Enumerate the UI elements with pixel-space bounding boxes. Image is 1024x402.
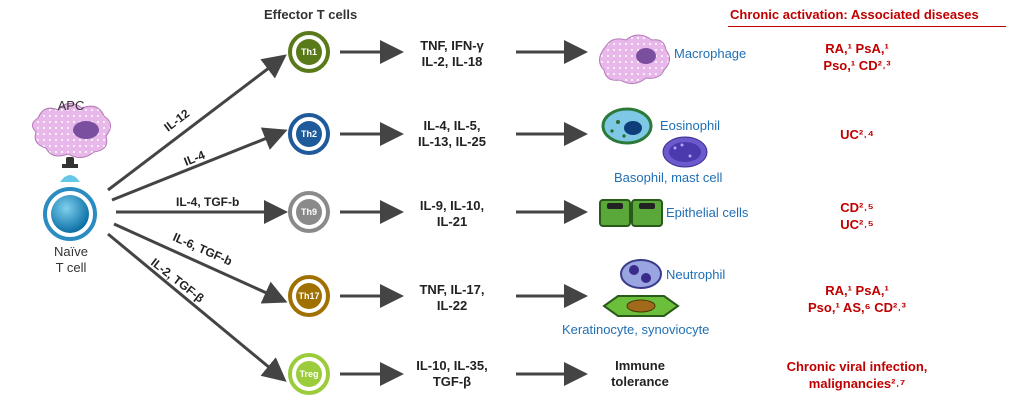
t-cell-th17-icon: Th17 [288,275,330,317]
t-cell-label: Th1 [301,47,317,57]
cytokine-line: TNF, IL-17, [419,282,485,297]
target-epithelial: Epithelial cells [666,205,749,220]
naive-t-cell-icon [43,187,97,241]
cytokine-arrows [340,40,588,386]
target-line: tolerance [611,374,669,389]
t-cell-th9-icon: Th9 [288,191,330,233]
t-cell-label: Treg [299,369,318,379]
naive-label-line1: Naïve [54,244,88,259]
cytokine-line: IL-4, IL-5, [423,118,481,133]
disease-line: RA,¹ PsA,¹ [825,41,889,56]
cytokine-line: IL-21 [436,214,468,229]
keratinocyte-icon [602,295,680,317]
target-basophil: Basophil, mast cell [614,170,723,185]
disease-line: malignancies²˒⁷ [808,376,906,391]
disease-line: UC²˒⁴ [840,127,874,142]
cytokines-treg: IL-10, IL-35, TGF-β [396,358,508,390]
disease-th2: UC²˒⁴ [792,126,922,143]
cytokine-line: IL-22 [436,298,468,313]
t-cell-treg-icon: Treg [288,353,330,395]
cytokines-th2: IL-4, IL-5, IL-13, IL-25 [396,118,508,150]
disease-treg: Chronic viral infection, malignancies²˒⁷ [772,358,942,392]
disease-line: Pso,¹ AS,⁶ CD²˒³ [808,300,906,315]
basophil-icon [662,136,708,168]
chronic-title-underline [728,26,1006,27]
eosinophil-icon [601,107,653,145]
target-line: Immune [615,358,665,373]
signal-arrows [107,54,288,382]
cytokine-line: IL-10, IL-35, [416,358,488,373]
macrophage-icon [599,34,670,84]
target-macrophage: Macrophage [674,46,747,61]
target-immune-tolerance: Immune tolerance [590,358,690,390]
chronic-title: Chronic activation: Associated diseases [730,7,979,22]
t-cell-th2-icon: Th2 [288,113,330,155]
disease-th9: CD²˒⁵ UC²˒⁵ [792,199,922,233]
cytokine-line: IL-9, IL-10, [419,198,485,213]
cytokine-line: IL-13, IL-25 [418,134,486,149]
t-cell-label: Th17 [298,291,319,301]
cytokine-line: IL-2, IL-18 [421,54,483,69]
disease-line: RA,¹ PsA,¹ [825,283,889,298]
target-eosinophil: Eosinophil [660,118,720,133]
disease-line: Chronic viral infection, [786,359,928,374]
cytokine-line: TGF-β [432,374,472,389]
disease-th17: RA,¹ PsA,¹ Pso,¹ AS,⁶ CD²˒³ [792,282,922,316]
apc-cell-icon [32,103,111,158]
t-cell-label: Th2 [301,129,317,139]
t-cell-th1-icon: Th1 [288,31,330,73]
t-cell-label: Th9 [301,207,317,217]
disease-line: CD²˒⁵ [840,200,874,215]
cytokine-line: TNF, IFN-γ [420,38,484,53]
disease-line: Pso,¹ CD²˒³ [823,58,891,73]
signal-label-2: IL-4 [182,148,207,169]
cytokines-th17: TNF, IL-17, IL-22 [396,282,508,314]
target-neutrophil: Neutrophil [666,267,726,282]
apc-label: APC [57,98,85,113]
disease-th1: RA,¹ PsA,¹ Pso,¹ CD²˒³ [792,40,922,74]
epithelial-cells-icon [599,199,663,227]
neutrophil-icon [620,259,662,289]
cytokines-th9: IL-9, IL-10, IL-21 [396,198,508,230]
signal-label-3: IL-4, TGF-b [176,195,239,209]
target-keratinocyte: Keratinocyte, synoviocyte [562,322,710,337]
naive-label-line2: T cell [55,260,87,275]
disease-line: UC²˒⁵ [840,217,874,232]
cytokines-th1: TNF, IFN-γ IL-2, IL-18 [396,38,508,70]
receptor-icon [60,157,80,182]
effector-title: Effector T cells [264,7,358,22]
